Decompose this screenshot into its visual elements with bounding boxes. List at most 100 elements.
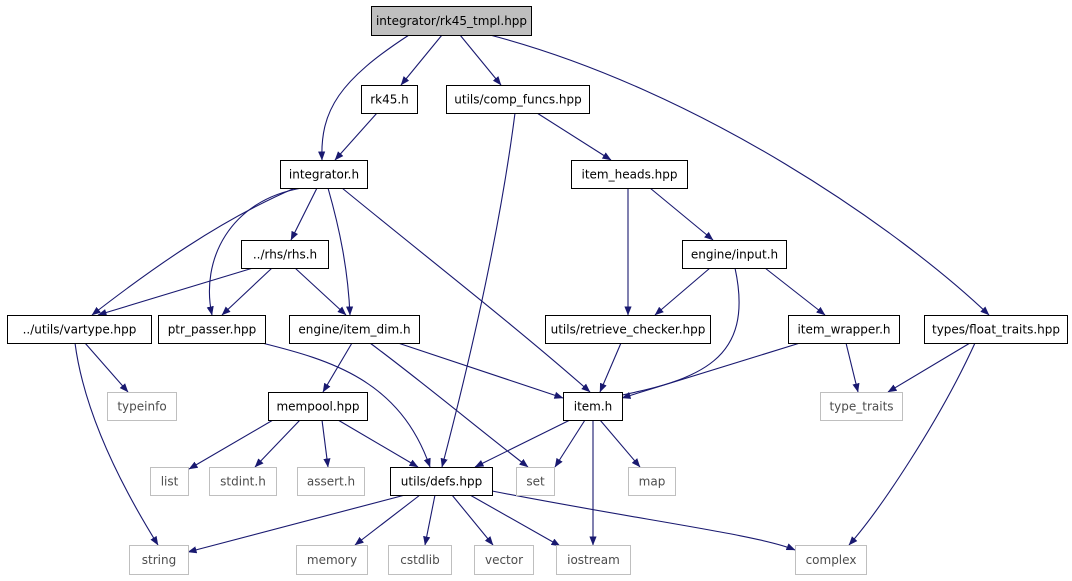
node-label: rk45.h: [370, 93, 409, 107]
node-list: list: [150, 467, 189, 496]
edge-item_h-to-set: [554, 419, 586, 468]
edge-defs-to-complex: [491, 490, 796, 551]
edge-mempool-to-defs: [337, 419, 419, 468]
node-label: item_heads.hpp: [582, 168, 678, 182]
edge-item_h-to-map: [599, 419, 641, 468]
edge-integrator_h-to-vartype: [91, 187, 296, 316]
node-rk45-h[interactable]: rk45.h: [361, 85, 418, 114]
node-rk45-tmpl[interactable]: integrator/rk45_tmpl.hpp: [371, 6, 532, 36]
edge-defs-to-string: [187, 494, 406, 554]
node-iostream: iostream: [556, 545, 631, 575]
node-label: types/float_traits.hpp: [932, 323, 1060, 337]
node-float-traits[interactable]: types/float_traits.hpp: [924, 315, 1068, 344]
node-box: [571, 160, 688, 189]
node-assert: assert.h: [297, 467, 365, 496]
edge-item_dim-to-set: [369, 342, 529, 468]
node-box: [545, 315, 711, 344]
edge-rk45_tmpl-to-rk45_h: [400, 34, 443, 86]
node-label: set: [526, 475, 545, 489]
node-label: integrator.h: [289, 168, 359, 182]
node-label: complex: [806, 553, 857, 567]
edge-retrieve_checker-to-item_h: [599, 342, 622, 393]
node-box: [209, 467, 277, 496]
node-defs[interactable]: utils/defs.hpp: [390, 467, 493, 496]
node-label: cstdlib: [400, 553, 439, 567]
node-vartype[interactable]: ../utils/vartype.hpp: [7, 315, 152, 344]
node-label: assert.h: [307, 475, 355, 489]
node-box: [795, 545, 867, 575]
edge-rhs_h-to-ptr_passer: [221, 267, 273, 316]
node-box: [7, 315, 152, 344]
edge-item_dim-to-item_h: [397, 342, 564, 399]
node-item-wrapper[interactable]: item_wrapper.h: [788, 315, 900, 344]
edge-mempool-to-assert: [321, 419, 331, 468]
node-box: [361, 85, 418, 114]
edge-rk45_h-to-integrator_h: [334, 112, 378, 161]
edge-item_wrapper-to-type_traits: [845, 342, 860, 393]
node-vector: vector: [474, 545, 534, 575]
node-rhs-h[interactable]: ../rhs/rhs.h: [241, 240, 329, 269]
node-engine-input[interactable]: engine/input.h: [682, 240, 787, 269]
node-box: [628, 467, 676, 496]
nodes-layer: integrator/rk45_tmpl.hpp rk45.h utils/comp…: [7, 6, 1068, 575]
node-label: ../rhs/rhs.h: [253, 248, 317, 262]
edge-integrator_h-to-item_dim: [327, 187, 354, 316]
node-box: [556, 545, 631, 575]
edge-comp_funcs-to-defs: [440, 112, 516, 468]
node-label: integrator/rk45_tmpl.hpp: [376, 14, 527, 28]
edge-rk45_tmpl-to-comp_funcs: [459, 34, 502, 86]
node-retrieve-checker[interactable]: utils/retrieve_checker.hpp: [545, 315, 711, 344]
node-box: [388, 545, 452, 575]
edge-mempool-to-stdint: [254, 419, 301, 468]
node-string: string: [129, 545, 189, 575]
edge-rk45_tmpl-to-float_traits: [489, 34, 990, 316]
node-typeinfo: typeinfo: [107, 392, 177, 421]
node-integrator-h[interactable]: integrator.h: [280, 160, 368, 189]
node-box: [682, 240, 787, 269]
edge-item_wrapper-to-item_h: [621, 342, 801, 399]
node-label: utils/retrieve_checker.hpp: [551, 323, 706, 337]
edge-vartype-to-typeinfo: [84, 342, 129, 393]
node-box: [280, 160, 368, 189]
edge-integrator_h-to-item_h: [341, 187, 591, 393]
edge-vartype-to-string: [74, 342, 159, 546]
node-label: item_wrapper.h: [797, 323, 890, 337]
node-box: [820, 392, 903, 421]
node-comp-funcs[interactable]: utils/comp_funcs.hpp: [446, 85, 590, 114]
node-stdint: stdint.h: [209, 467, 277, 496]
node-item-h[interactable]: item.h: [563, 392, 623, 421]
node-ptr-passer[interactable]: ptr_passer.hpp: [158, 315, 266, 344]
node-mempool[interactable]: mempool.hpp: [268, 392, 368, 421]
edge-integrator_h-to-rhs_h: [290, 187, 318, 241]
node-label: engine/input.h: [691, 248, 778, 262]
edge-item_h-to-defs: [474, 419, 571, 468]
node-box: [390, 467, 493, 496]
edge-defs-to-cstdlib: [423, 494, 436, 546]
edges-layer: [74, 34, 990, 554]
node-label: map: [639, 475, 666, 489]
node-type-traits: type_traits: [820, 392, 903, 421]
node-label: string: [142, 553, 176, 567]
node-set: set: [516, 467, 555, 496]
node-item-dim[interactable]: engine/item_dim.h: [289, 315, 420, 344]
edge-item_dim-to-mempool: [322, 342, 353, 393]
node-cstdlib: cstdlib: [388, 545, 452, 575]
node-box: [268, 392, 368, 421]
node-item-heads[interactable]: item_heads.hpp: [571, 160, 688, 189]
edge-engine_input-to-retrieve_checker: [654, 267, 711, 316]
edge-rhs_h-to-vartype: [97, 267, 254, 316]
node-box: [446, 85, 590, 114]
node-label: item.h: [574, 400, 613, 414]
node-map: map: [628, 467, 676, 496]
edge-item_heads-to-engine_input: [649, 187, 714, 241]
node-label: memory: [307, 553, 357, 567]
node-label: typeinfo: [117, 400, 166, 414]
node-label: type_traits: [829, 400, 893, 414]
edge-defs-to-iostream: [469, 494, 561, 547]
node-box: [289, 315, 420, 344]
node-label: list: [161, 475, 179, 489]
node-label: engine/item_dim.h: [298, 323, 410, 337]
edge-integrator_h-to-ptr_passer: [206, 187, 303, 316]
node-box: [150, 467, 189, 496]
